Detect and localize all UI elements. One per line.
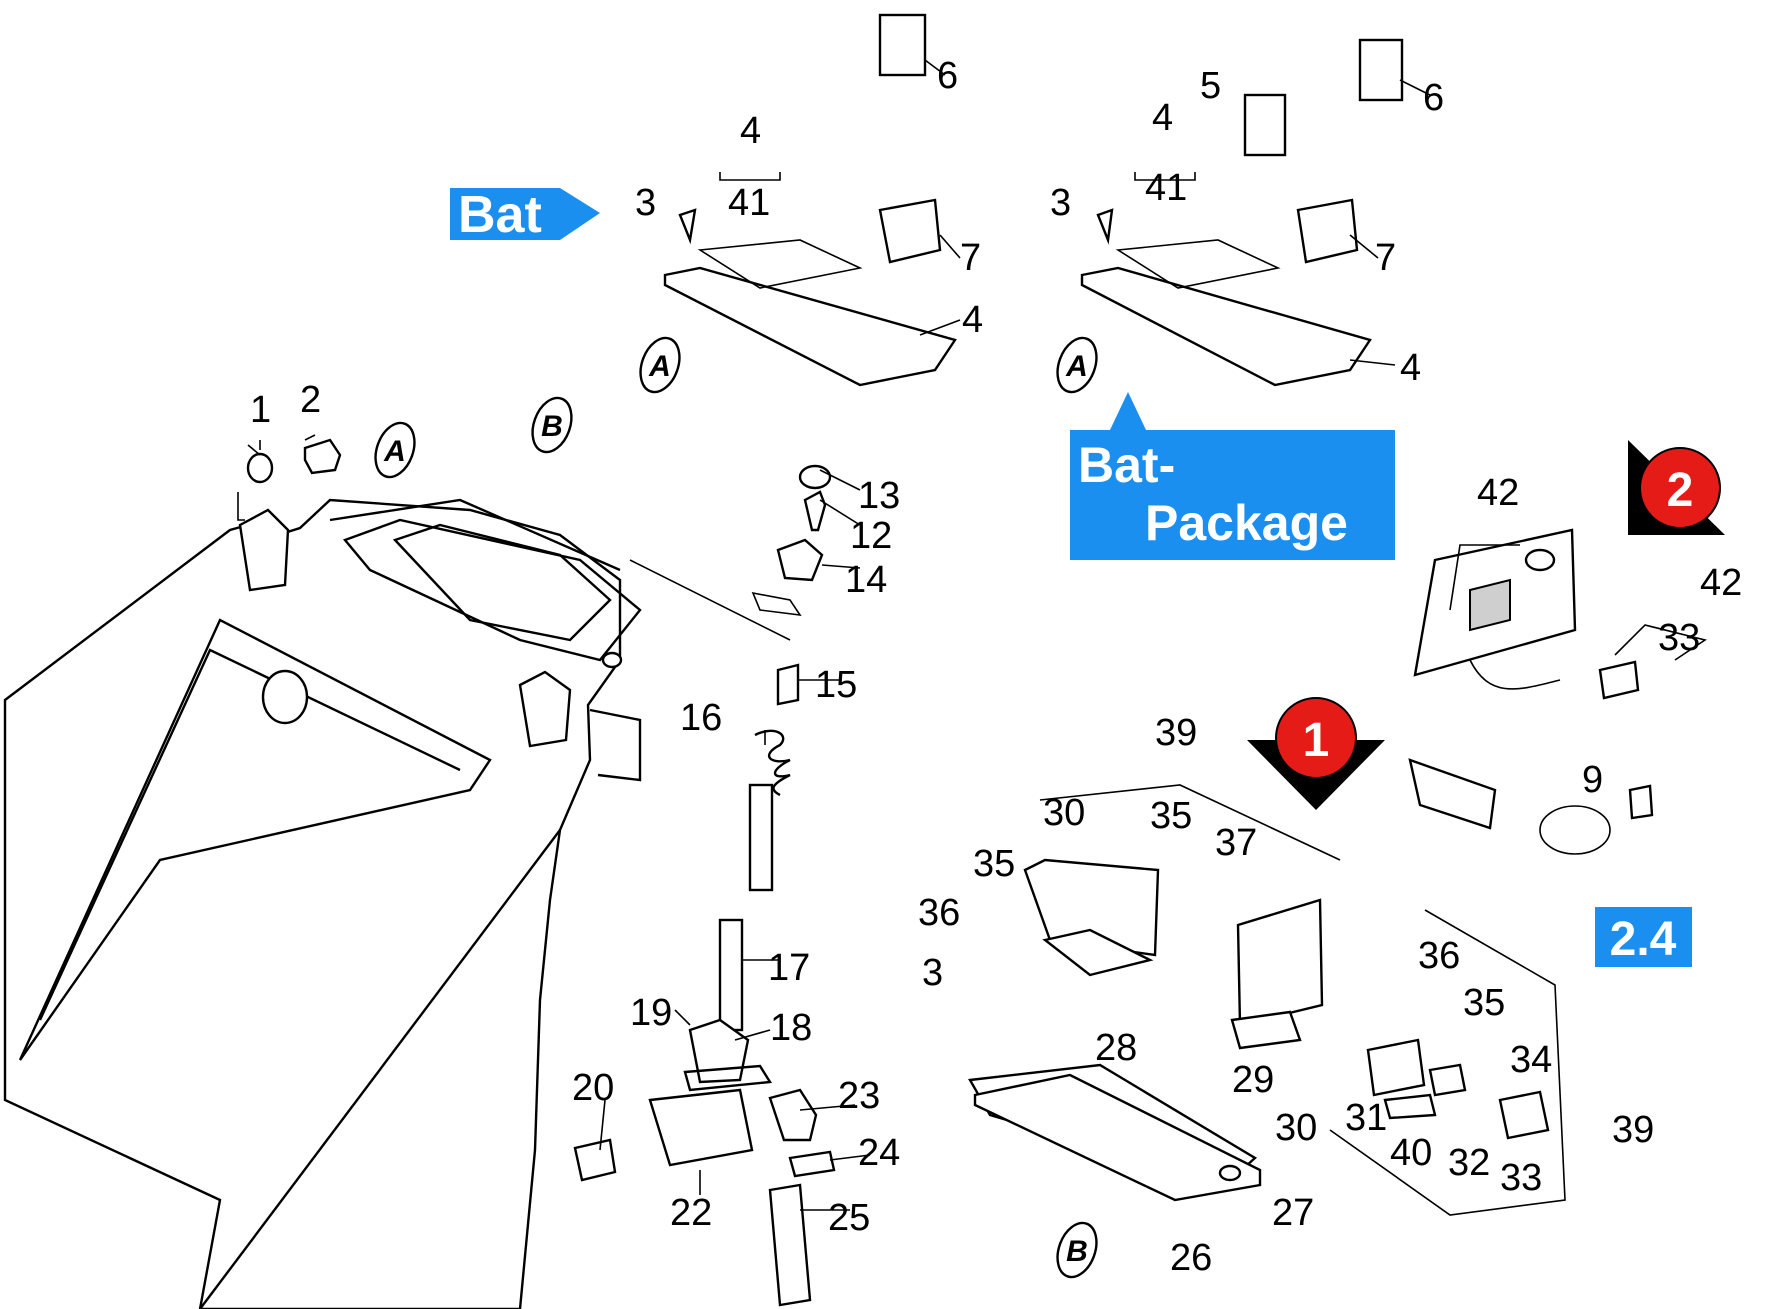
part-label: 2 <box>300 379 321 421</box>
part-label: 3 <box>1050 182 1071 224</box>
part-label: 5 <box>1200 65 1221 107</box>
detail-marker-label: B <box>541 410 563 443</box>
detail-marker-b-housing: B <box>531 396 573 454</box>
part-label: 29 <box>1232 1059 1274 1101</box>
part-label: 39 <box>1155 712 1197 754</box>
badge-2: 2 <box>1628 440 1725 535</box>
part-label: 30 <box>1043 792 1085 834</box>
tag-bat: Bat <box>450 186 600 244</box>
badge-2-label: 2 <box>1667 464 1694 517</box>
part-label: 41 <box>728 182 770 224</box>
part-label: 23 <box>838 1075 880 1117</box>
tag-ref-2-4: 2.4 <box>1595 907 1692 967</box>
detail-marker-label: A <box>383 435 406 468</box>
part-label: 15 <box>815 664 857 706</box>
switch-panel-bat <box>663 13 957 387</box>
part-label: 35 <box>1150 795 1192 837</box>
tag-bat-package-line1: Bat- <box>1078 437 1175 493</box>
part-label: 40 <box>1390 1132 1432 1174</box>
part-label: 3 <box>635 182 656 224</box>
detail-marker-a-top-left: A <box>639 336 681 394</box>
part-label: 6 <box>937 55 958 97</box>
part-label: 9 <box>1582 759 1603 801</box>
part-label: 33 <box>1500 1157 1542 1199</box>
detail-marker-a-top-right: A <box>1056 336 1098 394</box>
part-label: 13 <box>858 475 900 517</box>
part-label: 4 <box>1152 97 1173 139</box>
part-label: 12 <box>850 515 892 557</box>
circuit-board <box>1413 528 1640 700</box>
part-label: 35 <box>973 843 1015 885</box>
part-label: 33 <box>1658 617 1700 659</box>
part-label: 37 <box>1215 822 1257 864</box>
part-label: 6 <box>1423 77 1444 119</box>
part-label: 26 <box>1170 1237 1212 1279</box>
part-label: 39 <box>1612 1109 1654 1151</box>
tag-bat-label: Bat <box>458 186 542 244</box>
switch-panel-bat-package <box>1080 38 1404 387</box>
part-label: 7 <box>960 237 981 279</box>
detail-marker-a-housing: A <box>374 421 416 479</box>
part-label: 25 <box>828 1197 870 1239</box>
tag-bat-package-line2: Package <box>1145 495 1348 551</box>
detail-marker-label: A <box>648 350 671 383</box>
tag-ref-2-4-label: 2.4 <box>1610 913 1677 966</box>
part-label: 20 <box>572 1067 614 1109</box>
part-label: 42 <box>1477 472 1519 514</box>
part-label: 24 <box>858 1132 900 1174</box>
part-label: 1 <box>250 389 271 431</box>
part-label: 16 <box>680 697 722 739</box>
part-labels: 1 2 3 4 41 6 7 4 3 4 41 5 6 7 4 13 12 14… <box>250 55 1742 1279</box>
badge-1: 1 <box>1247 697 1385 810</box>
part-label: 28 <box>1095 1027 1137 1069</box>
part-label: 4 <box>1400 347 1421 389</box>
part-label: 4 <box>962 299 983 341</box>
part-label: 32 <box>1448 1142 1490 1184</box>
part-label: 4 <box>740 110 761 152</box>
part-label: 19 <box>630 992 672 1034</box>
part-label: 36 <box>918 892 960 934</box>
leader-lines <box>247 59 1707 1216</box>
part-label: 31 <box>1345 1097 1387 1139</box>
part-label: 14 <box>845 559 887 601</box>
part-label: 18 <box>770 1007 812 1049</box>
detail-marker-b-plate: B <box>1056 1221 1098 1279</box>
machine-housing <box>3 498 642 1309</box>
part-label: 34 <box>1510 1039 1552 1081</box>
part-label: 17 <box>768 947 810 989</box>
part-label: 7 <box>1375 237 1396 279</box>
detail-marker-label: A <box>1065 350 1088 383</box>
part-label: 27 <box>1272 1192 1314 1234</box>
detail-marker-label: B <box>1066 1235 1088 1268</box>
part-label: 3 <box>922 952 943 994</box>
support-plate <box>973 1073 1262 1202</box>
badge-1-label: 1 <box>1303 714 1330 767</box>
drain-plug-assembly <box>237 438 342 521</box>
part-label: 41 <box>1145 167 1187 209</box>
valve-rod-assembly <box>573 464 836 1307</box>
part-label: 22 <box>670 1192 712 1234</box>
part-label: 35 <box>1463 982 1505 1024</box>
part-label: 42 <box>1700 562 1742 604</box>
part-label: 30 <box>1275 1107 1317 1149</box>
part-label: 36 <box>1418 935 1460 977</box>
tag-bat-package: Bat- Package <box>1070 392 1395 560</box>
